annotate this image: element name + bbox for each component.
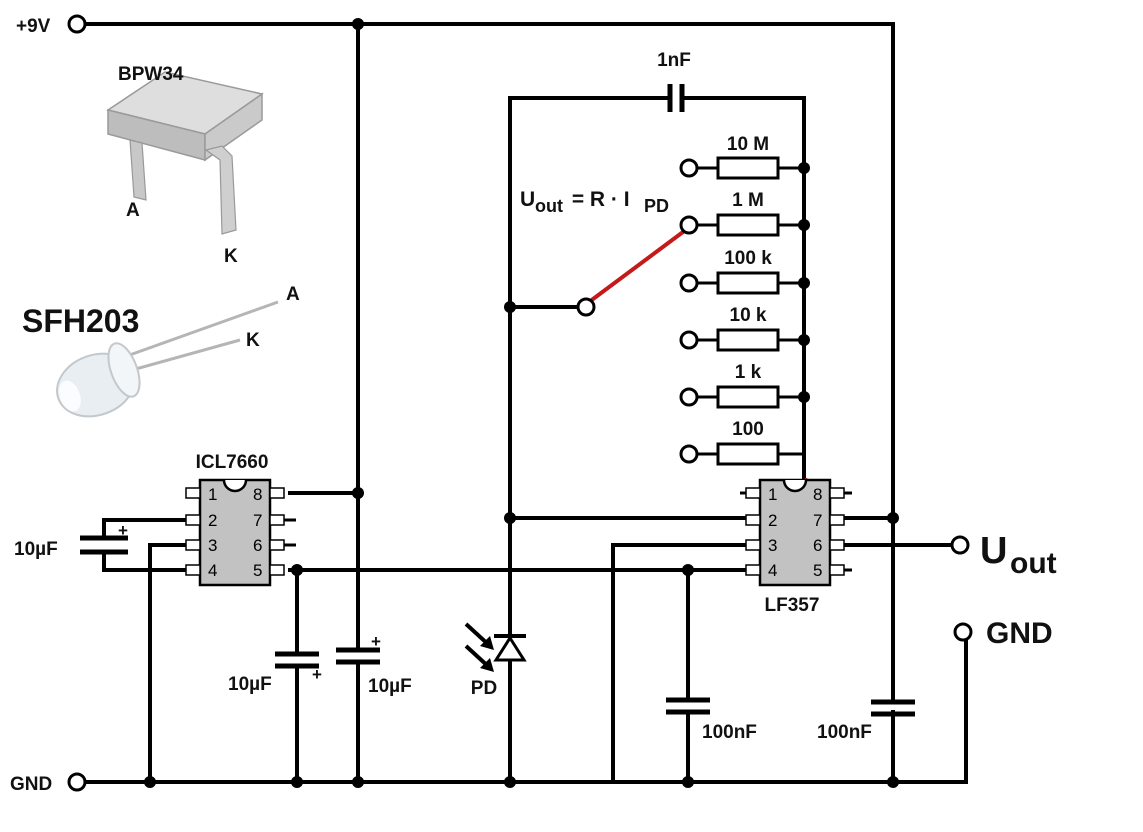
feedback-capacitor: 1nF <box>657 50 691 112</box>
bpw34-pin-k: K <box>224 246 238 267</box>
decouple-capacitor-b: 100nF <box>817 699 915 743</box>
vplus-label: +9V <box>16 16 51 37</box>
lf357-chip: 1 2 3 4 8 7 6 5 LF357 <box>740 478 852 616</box>
icl-pin-2: 2 <box>208 511 217 530</box>
photodiode-symbol: PD <box>464 622 527 699</box>
sfh203-pin-k: K <box>246 330 260 351</box>
resistor-label-10m: 10 M <box>727 134 769 155</box>
switch-contact-1m <box>679 215 699 235</box>
uout-label-sub: out <box>1010 547 1057 580</box>
sfh203-pin-a: A <box>286 284 300 305</box>
formula-rhs-sub: PD <box>644 196 669 216</box>
uout-label: U <box>980 530 1007 572</box>
lf-pin-7: 7 <box>813 511 822 530</box>
gnd-terminal-left <box>67 772 87 792</box>
lf-pin-6: 6 <box>813 536 822 555</box>
lf-pin-8: 8 <box>813 485 822 504</box>
resistor-bank: 10 M 1 M 100 k 10 k 1 k 100 <box>716 134 780 466</box>
resistor-1m <box>716 213 780 237</box>
bpw34-illustration: BPW34 A K <box>106 64 264 267</box>
icl-pin-8: 8 <box>253 485 262 504</box>
resistor-label-1k: 1 k <box>735 362 762 383</box>
resistor-1k <box>716 385 780 409</box>
icl-pin-4: 4 <box>208 561 217 580</box>
icl-pin-5: 5 <box>253 561 262 580</box>
icl-pin-3: 3 <box>208 536 217 555</box>
cap-label-pos: 10µF <box>368 676 412 697</box>
resistor-100 <box>716 442 780 466</box>
switch-contact-100k <box>679 273 699 293</box>
resistor-label-10k: 10 k <box>730 305 767 326</box>
transfer-formula: U out = R · I PD <box>520 188 669 216</box>
sfh203-label: SFH203 <box>22 303 139 339</box>
gnd-terminal-right <box>953 622 973 642</box>
switch-contact-100 <box>679 444 699 464</box>
bpw34-pin-a: A <box>126 200 140 221</box>
gnd-label-right: GND <box>986 617 1053 650</box>
cap-label-100nf-a: 100nF <box>702 722 757 743</box>
wires <box>84 22 968 784</box>
resistor-10m <box>716 156 780 180</box>
sfh203-illustration: SFH203 A K <box>22 284 300 418</box>
switch-contact-10m <box>679 158 699 178</box>
neg-supply-capacitor: + 10µF <box>228 651 322 695</box>
formula-rhs: = R · I <box>566 188 630 211</box>
icl7660-chip: 1 2 3 4 8 7 6 5 ICL7660 <box>185 452 296 587</box>
lf-pin-2: 2 <box>768 511 777 530</box>
neg-cap-plus: + <box>312 665 322 684</box>
decouple-capacitor-a: 100nF <box>666 697 757 743</box>
formula-u-sub: out <box>535 196 563 216</box>
vplus-terminal <box>67 14 87 34</box>
pump-capacitor: + 10µF <box>14 521 128 560</box>
pump-cap-plus: + <box>118 521 128 540</box>
icl7660-label: ICL7660 <box>196 452 269 473</box>
lf-pin-1: 1 <box>768 485 777 504</box>
pos-supply-capacitor: + 10µF <box>336 632 412 697</box>
icl-pin-7: 7 <box>253 511 262 530</box>
lf-pin-4: 4 <box>768 561 777 580</box>
photodiode-label: PD <box>471 678 497 699</box>
resistor-label-100k: 100 k <box>724 248 772 269</box>
switch-common-terminal <box>576 297 596 317</box>
gnd-label-left: GND <box>10 774 52 795</box>
cap-label-100nf-b: 100nF <box>817 722 872 743</box>
switch-contact-1k <box>679 387 699 407</box>
switch-contact-10k <box>679 330 699 350</box>
cap-label-neg: 10µF <box>228 674 272 695</box>
lf-pin-5: 5 <box>813 561 822 580</box>
uout-terminal <box>950 535 970 555</box>
lf-pin-3: 3 <box>768 536 777 555</box>
cap-label-1nf: 1nF <box>657 50 691 71</box>
pos-cap-plus: + <box>371 632 381 651</box>
resistor-label-1m: 1 M <box>732 190 764 211</box>
cap-label-pump: 10µF <box>14 539 58 560</box>
resistor-100k <box>716 271 780 295</box>
lf357-label: LF357 <box>765 595 820 616</box>
resistor-label-100: 100 <box>732 419 764 440</box>
formula-u: U <box>520 188 535 211</box>
bpw34-label: BPW34 <box>118 64 184 85</box>
icl-pin-6: 6 <box>253 536 262 555</box>
icl-pin-1: 1 <box>208 485 217 504</box>
resistor-10k <box>716 328 780 352</box>
junction-dots <box>144 18 899 788</box>
